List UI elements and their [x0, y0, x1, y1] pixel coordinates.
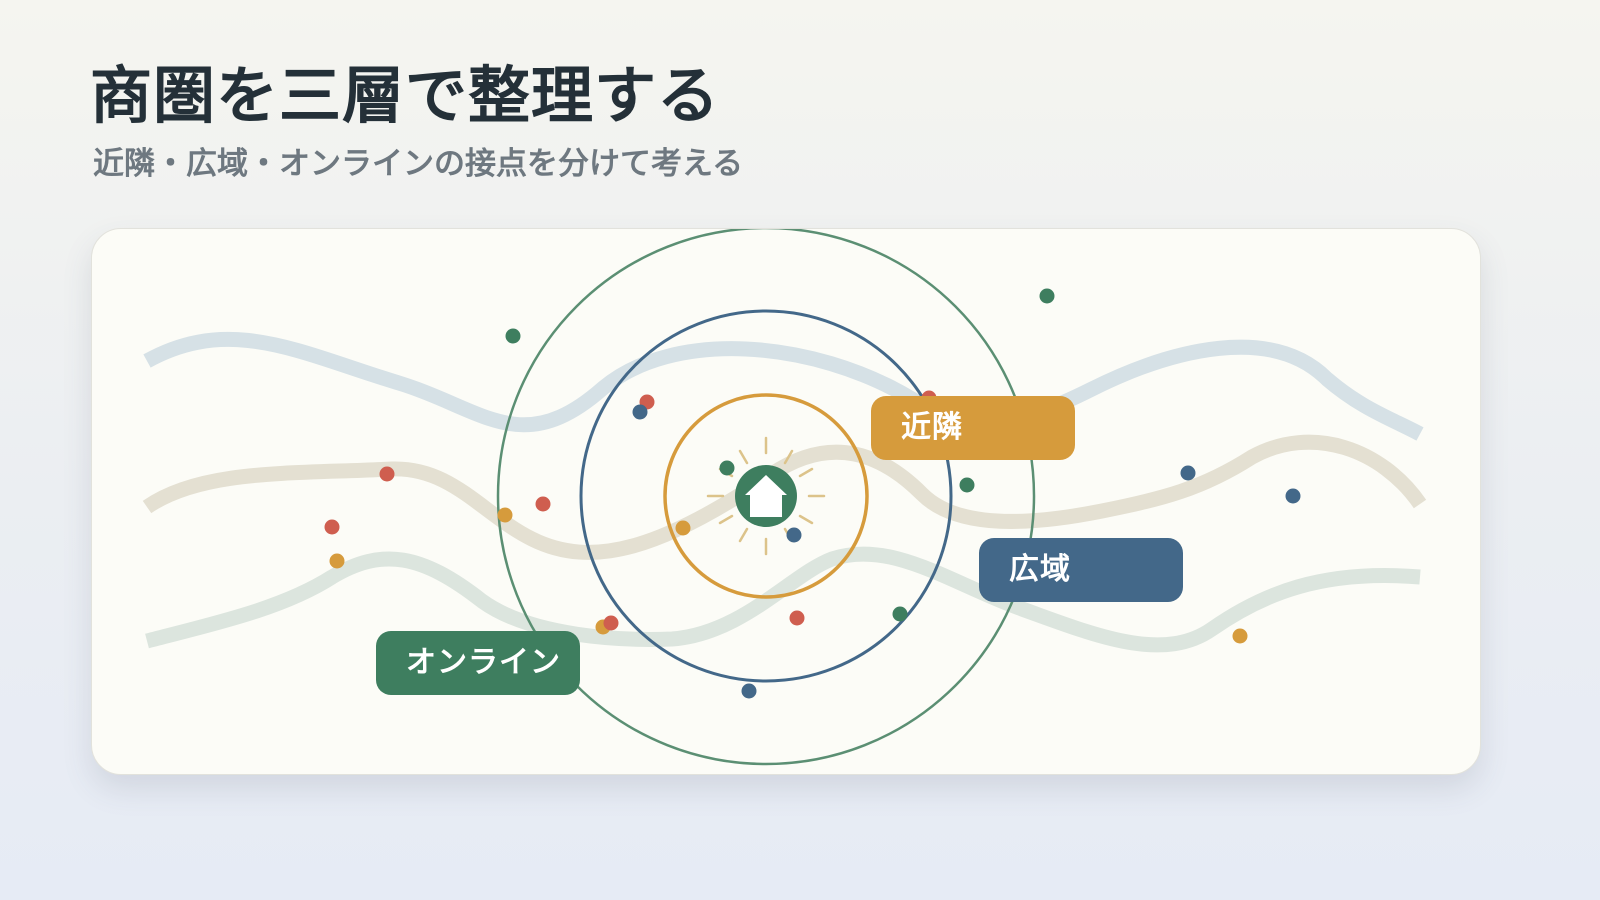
customer-dot [1039, 288, 1055, 304]
customer-dot [959, 477, 975, 493]
customer-dot [786, 527, 802, 543]
ring-near [663, 393, 869, 599]
page-title: 商圏を三層で整理する [90, 59, 721, 132]
zone-label-wide: 広域 [979, 538, 1183, 602]
trade-area-diagram-card: 近隣 広域 オンライン [91, 228, 1481, 775]
customer-dot [603, 615, 619, 631]
customer-dot [892, 606, 908, 622]
customer-dot [719, 460, 735, 476]
customer-dot [1180, 465, 1196, 481]
customer-dot [379, 466, 395, 482]
customer-dot [632, 404, 648, 420]
ring-wide [579, 309, 953, 683]
customer-dot [675, 520, 691, 536]
customer-dot [1285, 488, 1301, 504]
customer-dot [324, 519, 340, 535]
zone-label-online: オンライン [376, 631, 580, 695]
zone-label-near: 近隣 [871, 396, 1075, 460]
customer-dot [505, 328, 521, 344]
page-subtitle: 近隣・広域・オンラインの接点を分けて考える [93, 146, 744, 182]
customer-dot [497, 507, 513, 523]
customer-dot [1232, 628, 1248, 644]
stream-upper [143, 331, 1424, 441]
customer-dot [329, 553, 345, 569]
ring-online [496, 229, 1036, 766]
trade-area-diagram [142, 229, 1427, 766]
customer-dot [535, 496, 551, 512]
customer-dot [789, 610, 805, 626]
customer-dot [741, 683, 757, 699]
store-house-icon [735, 465, 797, 527]
stream-lower [145, 546, 1421, 653]
